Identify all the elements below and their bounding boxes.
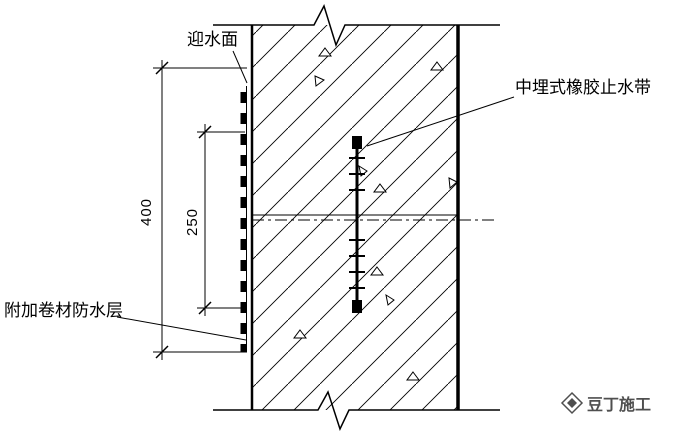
logo-diamond-inner-icon [567,398,577,408]
waterstop-bottom-bulb [352,300,362,313]
leader-water-facing [232,50,248,84]
label-water-facing-side: 迎水面 [187,30,238,49]
concrete-wall-section [213,4,500,432]
wall-top-edge-break-line [213,4,500,48]
dimension-inner [197,124,245,316]
label-waterstop: 中埋式橡胶止水带 [515,78,651,97]
wall-bottom-edge-break-line [213,390,500,432]
dimension-outer [153,60,247,360]
leader-lines [116,50,515,341]
aggregate-triangles [293,47,458,381]
membrane-layer [240,86,247,352]
rubber-waterstop [349,136,365,313]
logo-diamond-icon [560,391,584,415]
watermark-text: 豆丁施工 [587,395,651,414]
leader-membrane [116,316,247,341]
dimension-inner-value: 250 [184,208,201,236]
watermark-logo: 豆丁施工 [560,391,651,415]
leader-waterstop [366,96,515,147]
waterstop-top-bulb [352,136,362,149]
label-membrane: 附加卷材防水层 [4,301,123,320]
wall-hatch-area [252,25,458,410]
dimension-outer-value: 400 [138,198,155,226]
construction-joint [252,214,497,221]
